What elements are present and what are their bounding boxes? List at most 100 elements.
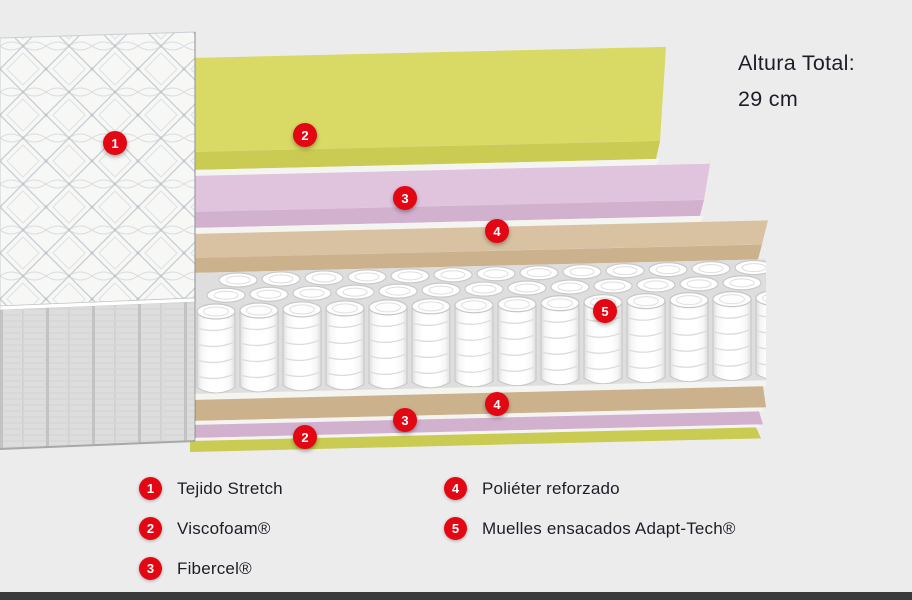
spring-coil-line	[284, 355, 320, 362]
spring-coil-inner	[342, 287, 368, 297]
spring-coil-line	[327, 354, 363, 361]
spring-pocket-body	[755, 297, 766, 381]
layer-marker-viscofoam: 2	[293, 123, 317, 147]
spring-coil-inner	[299, 288, 325, 298]
spring-coil-line	[542, 317, 578, 323]
spring-coil-inner	[514, 283, 540, 293]
spring-pocket-body	[282, 308, 322, 392]
spring-coil-line	[542, 333, 578, 339]
spring-coil-top	[593, 278, 633, 294]
spring-coil-line	[456, 351, 492, 358]
spring-coil-top	[755, 289, 766, 307]
spring-coil-top	[335, 284, 375, 300]
spring-coil-line	[671, 314, 707, 320]
spring-coil-inner	[354, 272, 380, 282]
spring-coil-inner	[526, 268, 552, 278]
spring-coil-line	[542, 365, 578, 371]
spring-coil-line	[628, 363, 664, 369]
spring-coil-line	[198, 357, 234, 364]
spring-coil-inner	[698, 264, 724, 274]
spring-coil-top	[712, 291, 752, 308]
spring-coil-line	[499, 350, 535, 356]
spring-coil-inner	[397, 271, 423, 281]
spring-coil-top	[464, 281, 504, 297]
spring-coil-line	[757, 360, 766, 366]
spring-coil-line	[413, 352, 449, 359]
pocket-springs-group	[196, 259, 797, 394]
layer-marker-polieter-reforzado: 4	[485, 219, 509, 243]
spring-coil-inner	[461, 300, 487, 311]
spring-coil-line	[327, 370, 363, 377]
spring-coil-top	[292, 285, 332, 301]
spring-coil-inner	[203, 306, 229, 317]
spring-coil-top	[605, 263, 645, 279]
spring-coil-inner	[633, 296, 659, 307]
spring-coil-inner	[773, 278, 797, 286]
spring-coil-line	[413, 320, 449, 327]
spring-coil-inner	[225, 275, 251, 285]
spring-coil-line	[628, 315, 664, 321]
spring-coil-top	[550, 279, 590, 295]
spring-coil-inner	[686, 279, 712, 289]
spring-coil-inner	[375, 302, 401, 313]
spring-coil-top	[325, 300, 365, 317]
legend-label: Muelles ensacados Adapt-Tech®	[482, 518, 736, 538]
layer-marker-muelles-ensacados: 5	[593, 299, 617, 323]
spring-coil-top	[636, 277, 676, 293]
spring-coil-inner	[655, 265, 681, 275]
spring-coil-top	[648, 262, 688, 278]
spring-coil-top	[421, 282, 461, 298]
spring-coil-line	[585, 332, 621, 338]
mattress-cover-block	[0, 31, 196, 450]
spring-coil-top	[679, 276, 719, 292]
spring-coil-inner	[332, 303, 358, 314]
spring-coil-line	[413, 368, 449, 375]
layer-marker-tejido-stretch: 1	[103, 131, 127, 155]
spring-coil-inner	[612, 266, 638, 276]
spring-coil-top	[454, 297, 494, 314]
spring-coil-line	[714, 345, 750, 351]
spring-coil-top	[304, 270, 344, 286]
spring-coil-top	[196, 303, 236, 320]
spring-coil-inner	[762, 293, 766, 304]
spring-coil-line	[370, 353, 406, 360]
legend-label: Tejido Stretch	[177, 478, 283, 498]
mattress-side-band	[0, 302, 195, 449]
polieter-bottom-front	[190, 386, 766, 421]
legend-label: Poliéter reforzado	[482, 478, 620, 498]
spring-coil-line	[757, 328, 766, 334]
spring-coil-inner	[483, 269, 509, 279]
spring-coil-inner	[418, 301, 444, 312]
total-height-label: Altura Total: 29 cm	[738, 45, 855, 117]
spring-coil-top	[411, 298, 451, 315]
spring-pocket-body	[540, 302, 580, 386]
spring-coil-line	[198, 373, 234, 380]
spring-coil-line	[284, 323, 320, 330]
viscofoam-bottom-front	[190, 427, 761, 452]
spring-coil-inner	[504, 299, 530, 310]
spring-coil-inner	[471, 284, 497, 294]
spring-coil-top	[433, 267, 473, 283]
layer-marker-fibercel: 3	[393, 186, 417, 210]
spring-coil-line	[327, 338, 363, 345]
legend-number-badge: 3	[139, 557, 162, 580]
spring-coil-top	[261, 271, 301, 287]
spring-coil-top	[347, 269, 387, 285]
spring-coil-inner	[311, 273, 337, 283]
spring-coil-inner	[547, 298, 573, 309]
spring-coil-inner	[643, 280, 669, 290]
spring-coil-top	[722, 275, 762, 291]
spring-coil-line	[671, 362, 707, 368]
spring-coil-inner	[268, 274, 294, 284]
spring-pocket-body	[325, 307, 365, 391]
spring-coil-line	[327, 322, 363, 329]
spring-coil-line	[284, 339, 320, 346]
foam-strip	[190, 158, 660, 176]
spring-coil-inner	[741, 263, 766, 273]
spring-coil-top	[540, 295, 580, 312]
spring-coil-line	[413, 336, 449, 343]
spring-coil-line	[714, 329, 750, 335]
